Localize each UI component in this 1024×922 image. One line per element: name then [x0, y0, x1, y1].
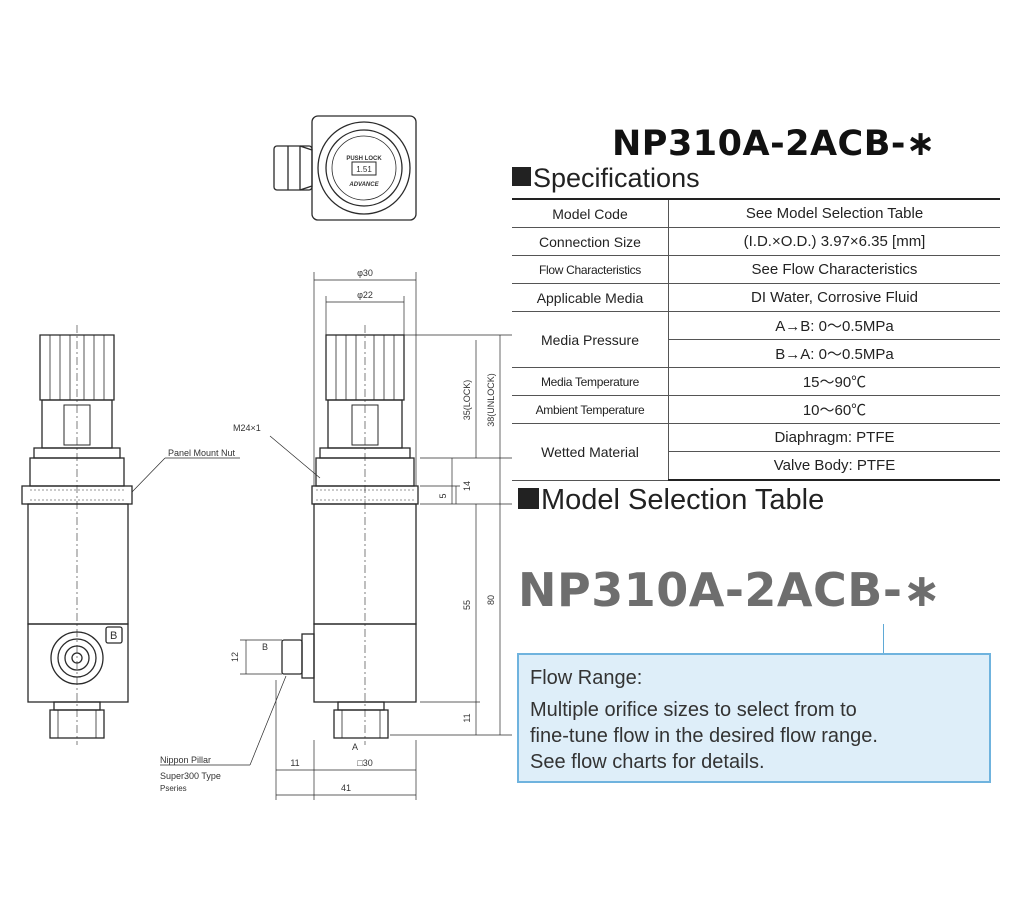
- side-view: [281, 325, 419, 745]
- product-title: NP310A-2ACB-∗: [612, 124, 936, 164]
- spec-value: A→B: 0〜0.5MPa: [668, 311, 1000, 340]
- table-row: Wetted Material Diaphragm: PTFE: [512, 423, 1000, 481]
- callout-line: Multiple orifice sizes to select from to: [530, 699, 857, 721]
- dim-41: 41: [341, 783, 351, 793]
- dim-55: 55: [462, 600, 472, 610]
- fitting-label-2: Super300 Type: [160, 771, 221, 781]
- knob-top-text: PUSH LOCK: [346, 156, 382, 162]
- model-code-large: NP310A-2ACB-∗: [518, 563, 942, 617]
- front-view: [21, 325, 133, 745]
- dim-11-vertical: 11: [462, 713, 472, 722]
- model-selection-heading-text: Model Selection Table: [541, 484, 825, 516]
- port-a-label: A: [352, 742, 358, 752]
- callout-body: Multiple orifice sizes to select from to…: [530, 697, 979, 775]
- spec-value: Diaphragm: PTFE: [668, 423, 1000, 452]
- fitting-label-1: Nippon Pillar: [160, 755, 211, 765]
- spec-label: Media Pressure: [512, 311, 669, 368]
- port-b-label-side: B: [262, 642, 268, 652]
- table-row: Ambient Temperature 10〜60℃: [512, 395, 1000, 424]
- callout-connector: [883, 624, 884, 654]
- spec-label: Applicable Media: [512, 283, 669, 312]
- spec-value: DI Water, Corrosive Fluid: [668, 283, 1000, 312]
- heading-square-icon: [518, 487, 539, 509]
- table-row: Media Pressure A→B: 0〜0.5MPa: [512, 311, 1000, 368]
- dim-sq30: □30: [357, 758, 372, 768]
- dim-35-lock: 35(LOCK): [462, 380, 472, 421]
- callout-line: fine-tune flow in the desired flow range…: [530, 725, 878, 747]
- top-view: [273, 115, 417, 221]
- specifications-heading-text: Specifications: [533, 163, 700, 193]
- spec-label: Connection Size: [512, 227, 669, 256]
- table-row: Connection Size (I.D.×O.D.) 3.97×6.35 [m…: [512, 227, 1000, 256]
- dim-11-horizontal: 11: [290, 758, 299, 768]
- spec-value: 15〜90℃: [668, 367, 1000, 396]
- spec-label: Model Code: [512, 198, 669, 228]
- specifications-table: Model Code See Model Selection Table Con…: [512, 198, 1000, 481]
- spec-label: Flow Characteristics: [512, 255, 669, 284]
- panel-nut-label: Panel Mount Nut: [168, 448, 236, 458]
- specifications-heading: Specifications: [512, 163, 700, 194]
- callout-line: See flow charts for details.: [530, 751, 765, 773]
- dim-d30: φ30: [357, 268, 373, 278]
- dim-d22: φ22: [357, 290, 373, 300]
- spec-value: 10〜60℃: [668, 395, 1000, 424]
- spec-value: Valve Body: PTFE: [668, 451, 1000, 481]
- callout-title: Flow Range:: [530, 667, 643, 689]
- fitting-label-3: Pseries: [160, 784, 187, 793]
- spec-label: Ambient Temperature: [512, 395, 669, 424]
- spec-value: See Flow Characteristics: [668, 255, 1000, 284]
- table-row: Model Code See Model Selection Table: [512, 198, 1000, 228]
- spec-value: See Model Selection Table: [668, 198, 1000, 228]
- heading-square-icon: [512, 167, 531, 187]
- spec-value: (I.D.×O.D.) 3.97×6.35 [mm]: [668, 227, 1000, 256]
- table-row: Valve Body: PTFE: [512, 451, 1000, 481]
- table-row: Flow Characteristics See Flow Characteri…: [512, 255, 1000, 284]
- flow-range-callout: Flow Range: Multiple orifice sizes to se…: [517, 653, 991, 783]
- model-selection-heading: Model Selection Table: [518, 484, 824, 517]
- dim-14: 14: [462, 481, 472, 491]
- dim-12: 12: [230, 652, 240, 662]
- dim-38-unlock: 38(UNLOCK): [486, 373, 496, 427]
- spec-label: Media Temperature: [512, 367, 669, 396]
- dim-80: 80: [486, 595, 496, 605]
- spec-value: B→A: 0〜0.5MPa: [668, 339, 1000, 368]
- spec-label: Wetted Material: [512, 423, 669, 481]
- dimension-lines: [131, 272, 512, 800]
- thread-label: M24×1: [233, 423, 261, 433]
- dim-5: 5: [438, 493, 448, 498]
- knob-center-text: 1.51: [356, 165, 372, 174]
- port-b-label-front: B: [110, 630, 117, 642]
- knob-brand-text: ADVANCE: [348, 182, 379, 188]
- table-row: Media Temperature 15〜90℃: [512, 367, 1000, 396]
- table-row: Applicable Media DI Water, Corrosive Flu…: [512, 283, 1000, 312]
